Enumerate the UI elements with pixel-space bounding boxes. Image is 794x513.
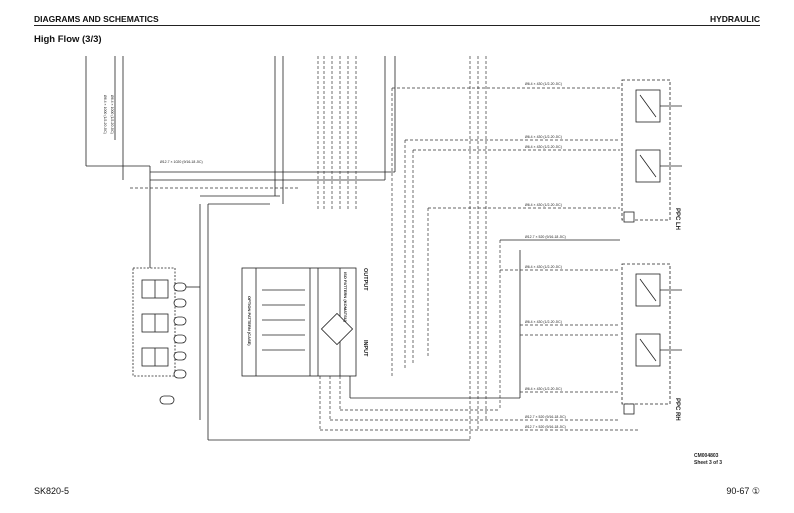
hose-label-ppc5: Ø12.7 × 520 (9/16-18 JIC) [525,235,566,239]
option-pattern-label: OPTION PATTERN (CASE) [247,296,252,346]
return-lines [319,376,640,431]
hose-label-ppc1: Ø6.4 × 430 (1/2-20 JIC) [525,82,562,86]
drawing-sheet: Sheet 3 of 3 [694,460,722,466]
pattern-control-block: OUTPUT INPUT ISO PATTERN (KOMATSU) OPTIO… [241,267,368,377]
drawing-id: CM004803 [694,453,719,459]
hose-label-ppc3: Ø6.4 × 430 (1/2-20 JIC) [525,145,562,149]
hose-label-ppc7: Ø6.4 × 430 (1/2-20 JIC) [525,320,562,324]
page-title: High Flow (3/3) [34,34,102,45]
right-bus-lines: Ø6.4 × 430 (1/2-20 JIC) Ø6.4 × 430 (1/2-… [391,56,620,440]
output-label: OUTPUT [362,268,368,291]
iso-pattern-label: ISO PATTERN (KOMATSU) [343,272,348,323]
ppc-lh-valve: PPC LH [621,79,682,230]
ppc-rh-label: PPC RH [674,398,680,421]
footer-page: 90-67 ① [726,486,760,496]
hose-label-ppc2: Ø6.4 × 430 (1/2-20 JIC) [525,135,562,139]
footer-model: SK820-5 [34,486,70,496]
hose-label-vertical: Ø6.4 × 1000 (1/2-20 JIC) [103,95,107,134]
trunk-lines [130,56,396,205]
hose-label-ppc8: Ø6.4 × 430 (1/2-20 JIC) [525,387,562,391]
category-title: HYDRAULIC [709,14,760,24]
ppc-lh-label: PPC LH [674,208,680,230]
hose-label-top: Ø12.7 × 1020 (9/16-18 JIC) [160,160,203,164]
hose-label-vertical-2: Ø6.4 × 1000 (1/2-20 JIC) [110,95,114,134]
left-supply-lines: Ø6.4 × 1000 (1/2-20 JIC) Ø6.4 × 1000 (1/… [85,56,203,270]
input-label: INPUT [362,340,368,357]
hose-label-ppc9: Ø12.7 × 520 (9/16-18 JIC) [525,415,566,419]
hose-label-ppc10: Ø12.7 × 520 (9/16-18 JIC) [525,425,566,429]
dashed-vertical-group [317,56,357,210]
solenoid-valve-stack [132,204,470,441]
ppc-rh-valve: PPC RH [621,263,682,421]
hose-label-ppc4: Ø6.4 × 430 (1/2-20 JIC) [525,203,562,207]
section-title: DIAGRAMS AND SCHEMATICS [34,14,159,24]
page-header: DIAGRAMS AND SCHEMATICS HYDRAULIC [34,11,760,26]
hose-label-ppc6: Ø6.4 × 430 (1/2-20 JIC) [525,265,562,269]
